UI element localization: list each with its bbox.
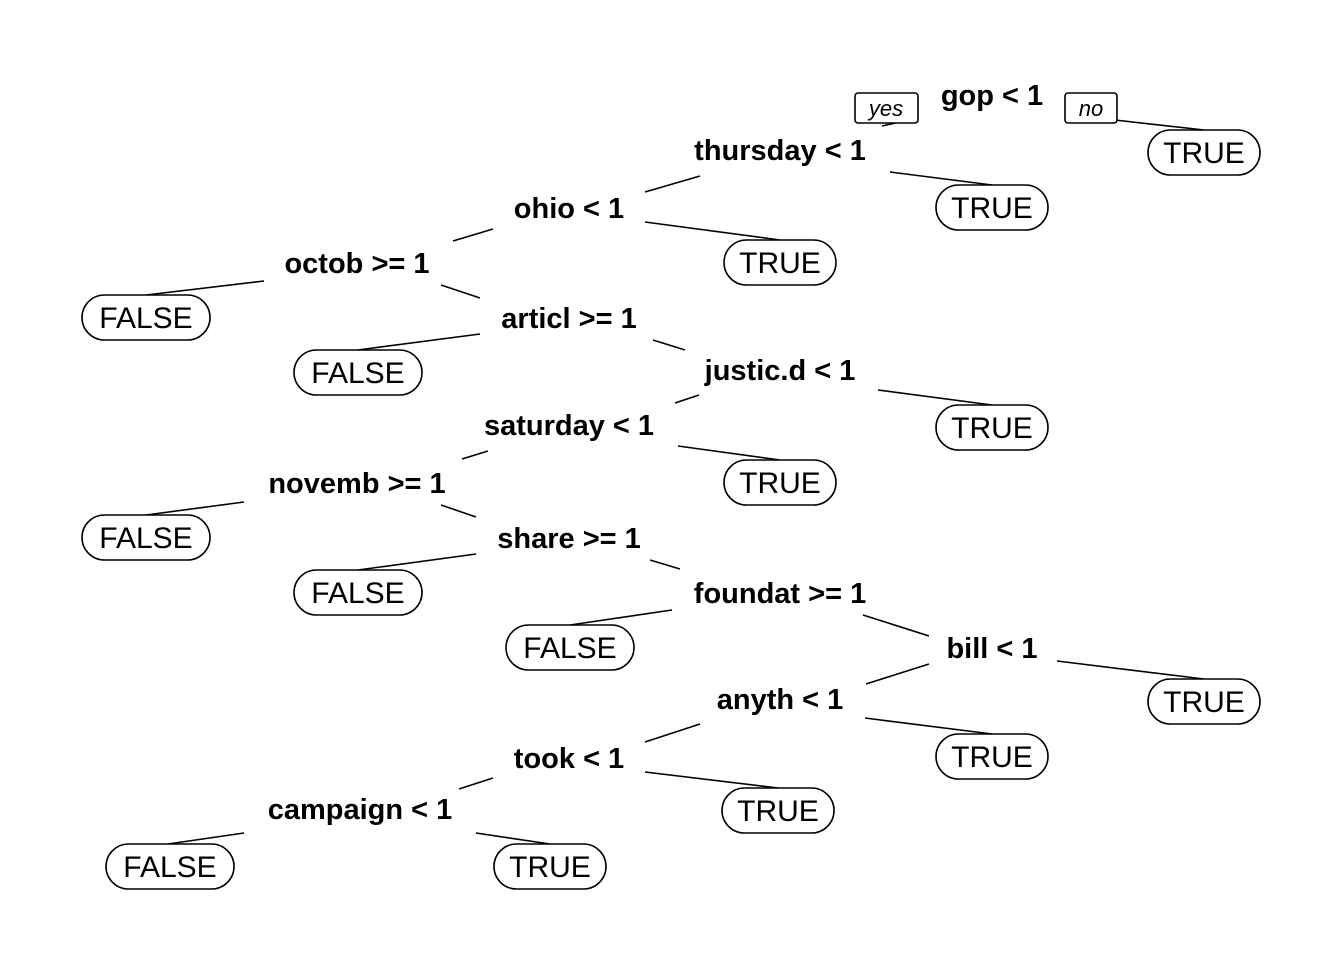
leaf-node: TRUE — [1147, 678, 1261, 725]
leaf-node: TRUE — [935, 404, 1049, 451]
edge-anyth-took — [644, 723, 701, 743]
split-ohio: ohio < 1 — [514, 193, 624, 225]
yes-tag: yes — [854, 92, 919, 124]
leaf-node: TRUE — [493, 843, 607, 890]
edge-foundat-leaf-false — [569, 609, 673, 626]
leaf-label: FALSE — [99, 302, 192, 335]
edge-articl-justic — [652, 339, 686, 351]
edge-bill-anyth — [865, 663, 930, 685]
leaf-node: FALSE — [81, 294, 211, 341]
leaf-label: TRUE — [509, 851, 591, 884]
leaf-nodes: TRUE TRUE TRUE FALSE FALSE TRUE TRUE FA — [81, 129, 1261, 890]
split-novemb: novemb >= 1 — [268, 468, 445, 500]
yes-label: yes — [867, 96, 903, 121]
split-saturday: saturday < 1 — [484, 410, 654, 442]
leaf-label: TRUE — [739, 467, 821, 500]
leaf-node: TRUE — [935, 184, 1049, 231]
edge-anyth-leaf-true — [864, 717, 993, 735]
leaf-node: TRUE — [723, 459, 837, 506]
leaf-label: FALSE — [523, 632, 616, 665]
leaf-label: TRUE — [1163, 137, 1245, 170]
edge-justic-leaf-true — [877, 389, 993, 406]
tree-edges — [145, 117, 1205, 845]
edge-novemb-leaf-false — [145, 501, 245, 516]
edge-ohio-octob — [452, 228, 494, 242]
leaf-node: FALSE — [293, 349, 423, 396]
leaf-label: FALSE — [311, 577, 404, 610]
leaf-node: TRUE — [935, 733, 1049, 780]
leaf-label: TRUE — [737, 795, 819, 828]
leaf-label: TRUE — [951, 741, 1033, 774]
split-bill: bill < 1 — [946, 633, 1037, 665]
no-tag: no — [1064, 92, 1118, 124]
leaf-node: TRUE — [723, 239, 837, 286]
edge-took-campaign — [458, 777, 494, 790]
split-anyth: anyth < 1 — [717, 684, 844, 716]
edge-novemb-share — [440, 504, 477, 518]
leaf-node: FALSE — [505, 624, 635, 671]
split-took: took < 1 — [514, 743, 624, 775]
edge-justic-saturday — [674, 394, 700, 404]
leaf-label: TRUE — [951, 192, 1033, 225]
edge-share-leaf-false — [357, 553, 477, 571]
split-justic-d: justic.d < 1 — [704, 355, 856, 387]
split-octob: octob >= 1 — [284, 248, 429, 280]
edge-octob-leaf-false — [145, 280, 265, 296]
leaf-label: FALSE — [123, 851, 216, 884]
edge-articl-leaf-false — [357, 333, 481, 351]
leaf-node: FALSE — [293, 569, 423, 616]
leaf-node: TRUE — [721, 787, 835, 834]
edge-foundat-bill — [862, 614, 930, 637]
edge-share-foundat — [649, 559, 681, 570]
edge-campaign-leaf-true — [475, 832, 551, 845]
no-label: no — [1079, 96, 1103, 121]
split-articl: articl >= 1 — [501, 303, 636, 335]
edge-bill-leaf-true — [1056, 660, 1205, 680]
leaf-label: TRUE — [951, 412, 1033, 445]
leaf-label: TRUE — [739, 247, 821, 280]
edge-thursday-leaf-true — [889, 171, 993, 186]
split-campaign: campaign < 1 — [268, 794, 453, 826]
leaf-node: TRUE — [1147, 129, 1261, 176]
leaf-label: FALSE — [311, 357, 404, 390]
split-thursday: thursday < 1 — [694, 135, 866, 167]
edge-campaign-leaf-false — [167, 832, 245, 845]
edge-saturday-leaf-true — [677, 445, 781, 461]
leaf-node: FALSE — [81, 514, 211, 561]
leaf-label: FALSE — [99, 522, 192, 555]
edge-octob-articl — [440, 284, 481, 299]
leaf-label: TRUE — [1163, 686, 1245, 719]
split-foundat: foundat >= 1 — [694, 578, 866, 610]
split-nodes: gop < 1 thursday < 1 ohio < 1 octob >= 1… — [268, 80, 1043, 826]
edge-thursday-ohio — [644, 175, 701, 193]
split-gop: gop < 1 — [941, 80, 1043, 112]
leaf-node: FALSE — [105, 843, 235, 890]
edge-gop-leaf-true — [1114, 119, 1205, 131]
edge-saturday-novemb — [461, 450, 489, 460]
edge-ohio-leaf-true — [644, 221, 781, 241]
edge-took-leaf-true — [644, 771, 779, 789]
split-share: share >= 1 — [497, 523, 641, 555]
